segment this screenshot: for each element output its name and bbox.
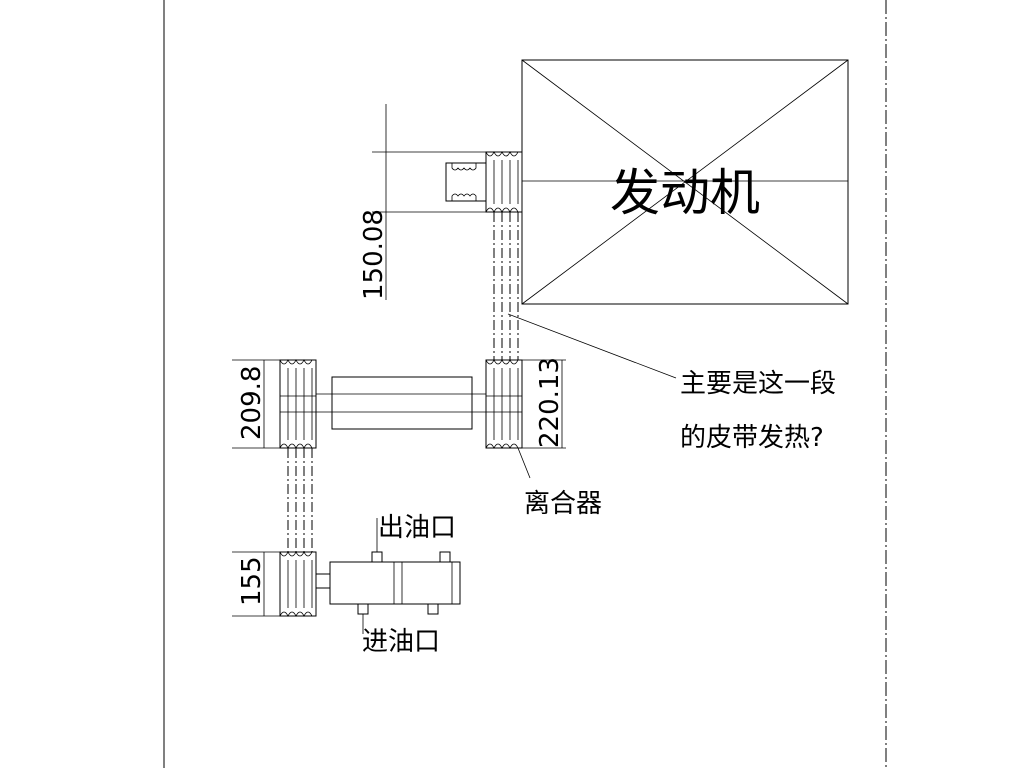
oil-inlet-label: 进油口: [362, 627, 440, 657]
dimension-220-13: 220.13: [535, 357, 565, 448]
dimension-150-08: 150.08: [359, 209, 389, 300]
jackshaft: [316, 376, 486, 430]
note-line-1: 主要是这一段: [680, 369, 836, 399]
dimension-155: 155: [237, 556, 267, 606]
idler-pulley: [279, 359, 317, 449]
idler-pulley-dimension: 209.8: [232, 359, 280, 449]
oil-inlet-port-right: [427, 603, 439, 615]
engine-label: 发动机: [610, 164, 760, 222]
dimension-209-8: 209.8: [237, 366, 267, 440]
clutch-label: 离合器: [524, 489, 602, 519]
oil-outlet-port-right: [439, 551, 451, 563]
pump-pulley-dimension: 155: [232, 551, 280, 617]
clutch-pulley: [485, 359, 523, 449]
belt-idler-to-pump: [287, 448, 313, 552]
oil-outlet-port-left: [371, 551, 383, 563]
note-line-2: 的皮带发热?: [680, 423, 824, 453]
clutch-leader-line: [517, 447, 531, 479]
engine-pulley: [485, 151, 523, 213]
note-leader-line: [507, 313, 677, 379]
engine-pulley-dimension: 150.08: [359, 104, 486, 300]
pump-pulley: [279, 551, 317, 617]
clutch-pulley-dimension: 220.13: [522, 357, 566, 449]
oil-outlet-label: 出油口: [378, 513, 456, 543]
hydraulic-pump: [315, 551, 461, 615]
engine-shaft-spring: [445, 162, 487, 202]
belt-engine-to-clutch: [493, 212, 519, 360]
oil-inlet-port-left: [357, 603, 369, 615]
engine-block: 发动机: [521, 59, 849, 305]
